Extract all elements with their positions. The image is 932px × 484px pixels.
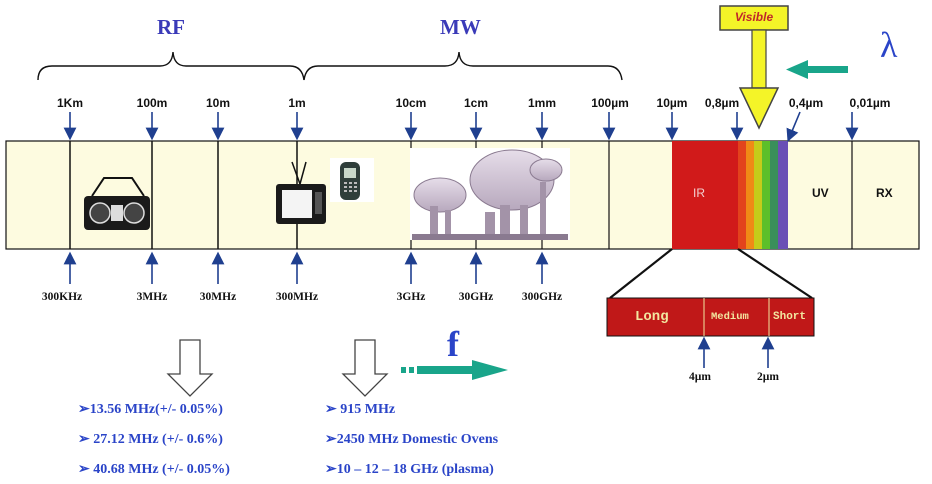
- frequency-tick-label: 300MHz: [275, 291, 319, 303]
- satellite-dish-icon: [410, 148, 570, 240]
- rf-brace: [37, 51, 305, 81]
- rf-list-item: ➢ 27.12 MHz (+/- 0.6%): [78, 432, 223, 447]
- ir-label: IR: [693, 186, 705, 200]
- radio-icon: [84, 177, 150, 230]
- frequency-tick-label: 30MHz: [199, 291, 237, 303]
- frequency-symbol: f: [447, 324, 459, 364]
- ir-tick-label: 2µm: [757, 371, 779, 383]
- mw-brace: [303, 51, 623, 81]
- mw-down-arrow: [341, 339, 389, 397]
- visible-arrow: [719, 5, 789, 130]
- wavelength-tick-label: 0,8µm: [704, 96, 740, 110]
- frequency-arrow: [401, 360, 508, 380]
- wavelength-tick-label: 10µm: [656, 96, 688, 110]
- wavelength-tick-label: 100µm: [591, 96, 629, 110]
- wavelength-tick-label: 1cm: [463, 96, 489, 110]
- mw-list-item: ➢2450 MHz Domestic Ovens: [325, 432, 499, 447]
- ir-breakdown-labels: Long Medium Short: [607, 306, 814, 328]
- wavelength-tick-label: 0,4µm: [788, 96, 824, 110]
- ir-tick-label: 4µm: [689, 371, 711, 383]
- rx-label: RX: [876, 186, 893, 200]
- television-icon: [276, 161, 326, 224]
- wavelength-tick-label: 0,01µm: [849, 96, 891, 110]
- frequency-tick-label: 3MHz: [136, 291, 168, 303]
- mw-band-title: MW: [440, 15, 481, 39]
- mw-list-item: ➢10 – 12 – 18 GHz (plasma): [325, 462, 494, 477]
- wavelength-tick-label: 1m: [288, 96, 306, 110]
- mobile-phone-icon: [330, 158, 374, 202]
- wavelength-tick-label: 10m: [205, 96, 231, 110]
- ir-short-label: Short: [773, 311, 807, 323]
- rf-list-item: ➢13.56 MHz(+/- 0.05%): [78, 402, 223, 417]
- lambda-arrow: [786, 60, 848, 79]
- ir-region: [672, 141, 738, 249]
- rf-down-arrow: [166, 339, 214, 397]
- ir-long-label: Long: [635, 309, 669, 325]
- ir-breakdown-box: [606, 297, 815, 337]
- visible-label: Visible: [734, 10, 774, 24]
- mw-list-item: ➢ 915 MHz: [325, 402, 396, 417]
- wavelength-tick-label: 1mm: [527, 96, 557, 110]
- frequency-tick-label: 30GHz: [458, 291, 494, 303]
- rf-band-title: RF: [157, 15, 185, 39]
- frequency-tick-label: 300KHz: [41, 291, 83, 303]
- ir-medium-label: Medium: [711, 311, 749, 323]
- rf-list-item: ➢ 40.68 MHz (+/- 0.05%): [78, 462, 230, 477]
- frequency-tick-label: 3GHz: [396, 291, 426, 303]
- wavelength-tick-label: 100m: [136, 96, 168, 110]
- wavelength-tick-label: 1Km: [56, 96, 84, 110]
- frequency-tick-label: 300GHz: [521, 291, 563, 303]
- lambda-symbol: λ: [880, 25, 898, 65]
- wavelength-tick-label: 10cm: [395, 96, 427, 110]
- uv-label: UV: [812, 186, 829, 200]
